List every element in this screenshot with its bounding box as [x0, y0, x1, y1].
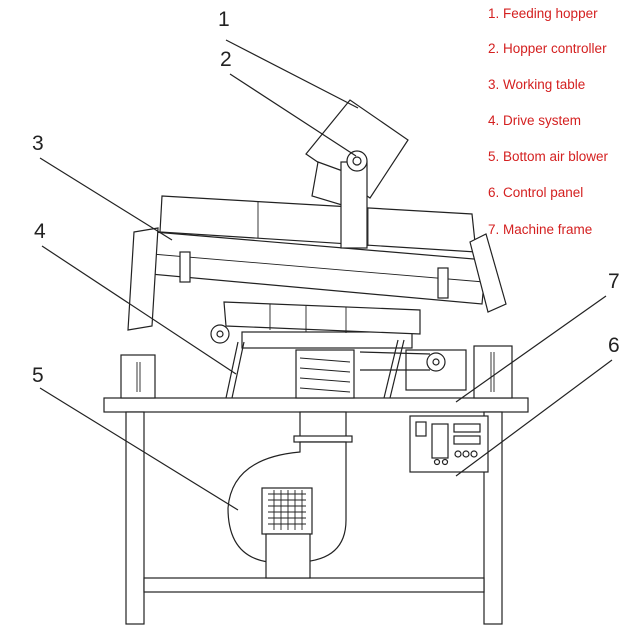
blower-grille [268, 490, 306, 530]
callout-2: 2 [220, 48, 232, 71]
callout-1: 1 [218, 8, 230, 31]
drive-system [210, 324, 467, 399]
control-panel [409, 415, 489, 473]
callout-3: 3 [32, 132, 44, 155]
callout-4: 4 [34, 220, 46, 243]
callout-6: 6 [608, 334, 620, 357]
legend-item-working-table: 3. Working table [488, 77, 586, 92]
legend-item-feeding-hopper: 1. Feeding hopper [488, 6, 598, 21]
machine-frame [103, 345, 529, 625]
legend-item-hopper-controller: 2. Hopper controller [488, 41, 607, 56]
leader-lines [39, 39, 613, 511]
legend-item-bottom-air-blower: 5. Bottom air blower [488, 149, 609, 164]
hopper-controller [340, 150, 368, 249]
legend-item-drive-system: 4. Drive system [488, 113, 582, 128]
callout-5: 5 [32, 364, 44, 387]
legend-item-control-panel: 6. Control panel [488, 185, 584, 200]
legend-item-machine-frame: 7. Machine frame [488, 222, 593, 237]
working-table [127, 195, 507, 335]
callout-7: 7 [608, 270, 620, 293]
bottom-air-blower [227, 411, 353, 579]
callout-numbers: 1 2 3 4 5 6 7 [32, 8, 620, 387]
